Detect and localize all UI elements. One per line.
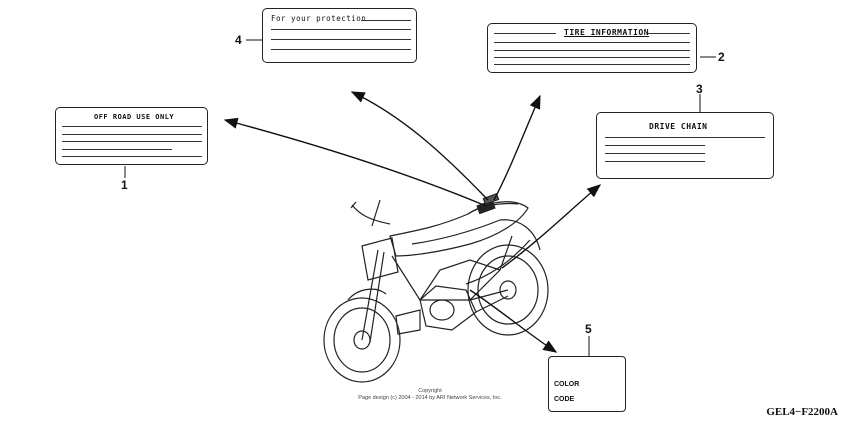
drive-chain-label-title: DRIVE CHAIN xyxy=(649,122,708,131)
tire-info-label-title: TIRE INFORMATION xyxy=(564,28,650,37)
tire-info-label-card: TIRE INFORMATION xyxy=(487,23,697,73)
label-rule xyxy=(494,64,690,65)
drive-chain-label-card: DRIVE CHAIN xyxy=(596,112,774,179)
label-rule xyxy=(62,156,202,157)
color-code-line1: COLOR xyxy=(554,381,580,388)
label-rule xyxy=(271,39,411,40)
arrow-to-label-3 xyxy=(501,184,602,269)
label-rule xyxy=(605,153,705,154)
label-rule xyxy=(494,57,690,58)
arrow-to-label-1 xyxy=(223,117,487,207)
label-rule xyxy=(62,134,202,135)
arrow-to-label-4 xyxy=(350,91,489,201)
arrow-to-label-2 xyxy=(493,94,541,201)
label-rule xyxy=(62,141,202,142)
label-rule xyxy=(605,145,705,146)
callout-1: 1 xyxy=(121,178,128,192)
leader-arrows xyxy=(223,91,602,353)
copyright-line2: Page design (c) 2004 - 2014 by ARI Netwo… xyxy=(358,395,502,401)
callout-4: 4 xyxy=(235,33,242,47)
protection-label-card: For your protection xyxy=(262,8,417,63)
copyright-line1: Copyright xyxy=(418,388,442,394)
callout-3: 3 xyxy=(696,82,703,96)
label-rule xyxy=(271,29,411,30)
diagram-code: GEL4−F2200A xyxy=(766,406,838,418)
label-rule xyxy=(62,126,202,127)
label-rule xyxy=(62,149,172,150)
label-rule xyxy=(648,33,690,34)
callout-5: 5 xyxy=(585,322,592,336)
label-rule xyxy=(605,137,765,138)
arrow-to-label-5 xyxy=(469,289,558,353)
callout-2: 2 xyxy=(718,50,725,64)
color-code-line2: CODE xyxy=(554,396,575,403)
protection-label-title: For your protection xyxy=(271,14,367,23)
label-rule xyxy=(494,33,556,34)
copyright-notice: Copyright Page design (c) 2004 - 2014 by… xyxy=(320,388,540,402)
label-rule xyxy=(361,20,411,21)
off-road-label-title: OFF ROAD USE ONLY xyxy=(94,113,175,121)
label-rule xyxy=(494,50,690,51)
off-road-label-card: OFF ROAD USE ONLY xyxy=(55,107,208,165)
callout-leaders xyxy=(124,39,716,356)
color-code-label-card: COLOR CODE xyxy=(548,356,626,412)
motorcycle-illustration xyxy=(323,193,549,383)
label-rule xyxy=(271,49,411,50)
label-rule xyxy=(494,42,690,43)
label-rule xyxy=(605,161,705,162)
